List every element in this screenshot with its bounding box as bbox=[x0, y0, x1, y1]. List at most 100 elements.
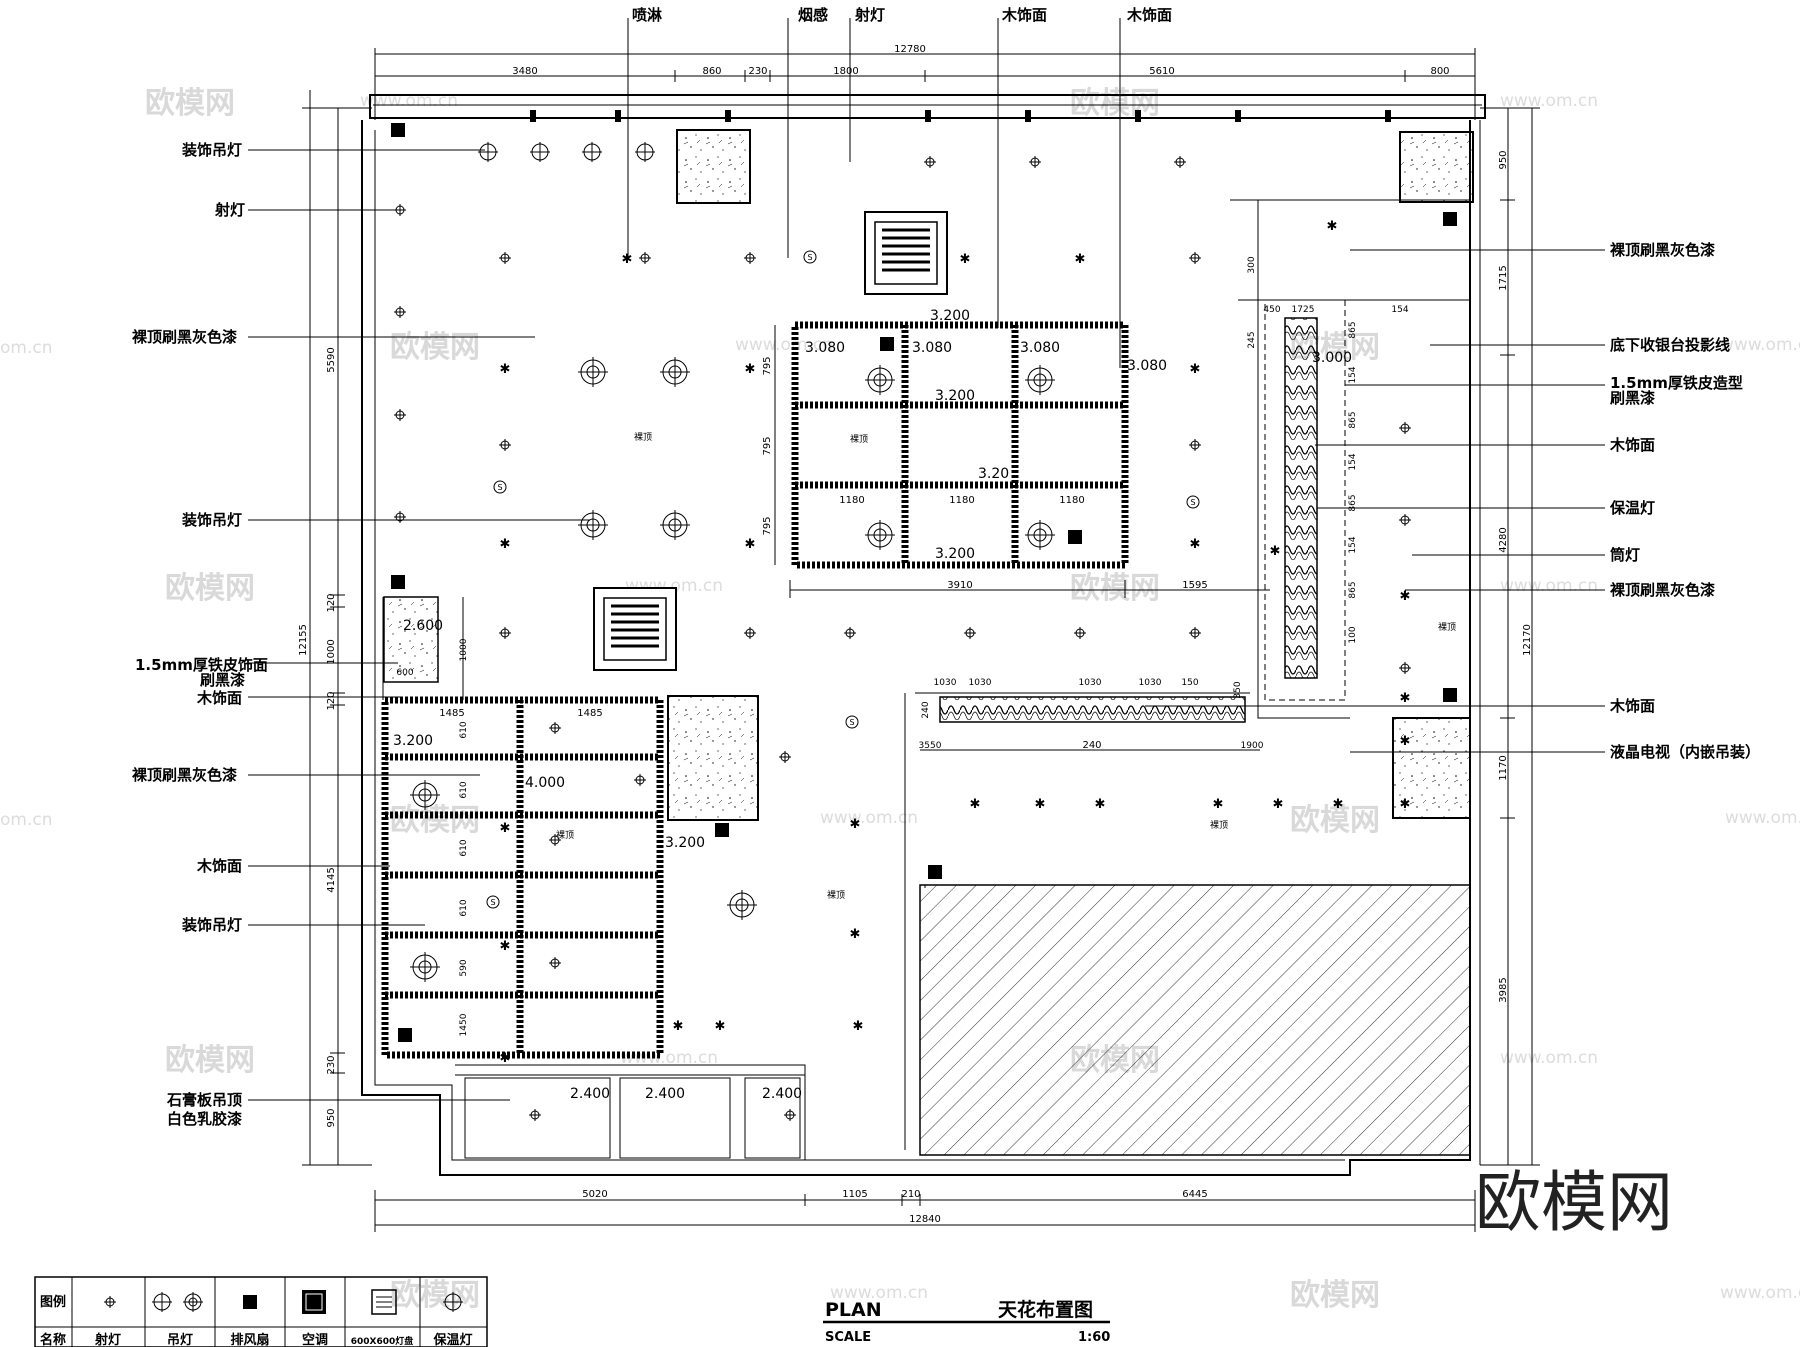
legend-item-name: 射灯 bbox=[94, 1332, 121, 1347]
callout-sprinkler: 喷淋 bbox=[632, 6, 662, 24]
dim-left-part: 950 bbox=[326, 1108, 337, 1127]
spotlight-icon bbox=[549, 722, 561, 734]
room-tag: 裸顶 bbox=[556, 829, 574, 841]
exhaust-fan-icon bbox=[1443, 212, 1457, 226]
dim-left-part: 1000 bbox=[326, 639, 337, 664]
left-dimension-chain: 12155 5590 120 1000 120 4145 230 950 bbox=[298, 90, 372, 1166]
spotlight-icon bbox=[499, 252, 511, 264]
exhaust-fan-icon bbox=[391, 575, 405, 589]
dim-inner: 100 bbox=[1348, 626, 1358, 643]
pendant-lamp-icon bbox=[635, 142, 655, 162]
downlight-icon: ✱ bbox=[850, 927, 861, 942]
dim-right-part: 3985 bbox=[1498, 977, 1509, 1002]
dim-inner: 610 bbox=[459, 839, 469, 856]
top-callouts: 喷淋 烟感 射灯 木饰面 木饰面 bbox=[627, 6, 1172, 368]
elevation-label: 3.000 bbox=[1312, 350, 1352, 366]
dim-top-part: 3480 bbox=[512, 66, 537, 77]
smoke-detector-icon: S bbox=[493, 480, 507, 494]
downlight-icon: ✱ bbox=[500, 537, 511, 552]
air-conditioner-icon bbox=[593, 587, 677, 671]
dim-inner: 245 bbox=[1247, 331, 1257, 348]
label-wood-finish: 木饰面 bbox=[196, 857, 242, 875]
dim-inner: 1180 bbox=[839, 495, 864, 506]
pendant-lamp-icon bbox=[152, 1292, 203, 1312]
watermark-url: www.om.cn bbox=[1500, 91, 1598, 111]
pendant-lamp-icon bbox=[582, 142, 602, 162]
label-spotlight: 射灯 bbox=[214, 201, 245, 219]
elevation-label: 4.000 bbox=[525, 775, 565, 791]
dim-inner: 610 bbox=[459, 721, 469, 738]
pendant-lamp-icon bbox=[727, 890, 757, 920]
elevation-label: 3.080 bbox=[1127, 358, 1167, 374]
room-tag: 裸顶 bbox=[827, 889, 845, 901]
elevation-label: 3.080 bbox=[805, 340, 845, 356]
elevation-label: 3.080 bbox=[912, 340, 952, 356]
dim-inner: 1900 bbox=[1241, 741, 1264, 751]
label-pendant-lamp: 装饰吊灯 bbox=[181, 141, 242, 159]
dim-inner: 150 bbox=[1181, 678, 1198, 688]
dim-top-part: 5610 bbox=[1149, 66, 1174, 77]
central-wood-grid: 3910 1595 1180 1180 1180 795 795 795 bbox=[762, 321, 1270, 598]
label-wood-finish: 木饰面 bbox=[1609, 697, 1655, 715]
pendant-lamp-icon bbox=[578, 510, 608, 540]
hatched-zone bbox=[919, 884, 1471, 1156]
smoke-detector-icon: S bbox=[486, 895, 500, 909]
watermark-url: www.om.cn bbox=[820, 808, 918, 828]
downlight-icon: ✱ bbox=[1400, 797, 1411, 812]
legend-header: 名称 bbox=[40, 1332, 66, 1347]
dim-inner: 154 bbox=[1348, 453, 1358, 470]
exhaust-fan-icon bbox=[391, 123, 405, 137]
smoke-detector-icon: S bbox=[803, 250, 817, 264]
spotlights bbox=[394, 156, 1411, 1121]
dim-inner: 1595 bbox=[1182, 580, 1207, 591]
dim-inner: 1030 bbox=[1139, 678, 1162, 688]
downlight-icon: ✱ bbox=[850, 817, 861, 832]
label-black-paint: 刷黑漆 bbox=[1610, 389, 1655, 407]
dim-top-part: 860 bbox=[702, 66, 721, 77]
pendant-lamp-icon bbox=[865, 365, 895, 395]
exhaust-fan-icon bbox=[1443, 688, 1457, 702]
spotlight-icon bbox=[394, 409, 406, 421]
downlight-icon: ✱ bbox=[1333, 797, 1344, 812]
spotlight-icon bbox=[784, 1109, 796, 1121]
spotlight-icon bbox=[924, 156, 936, 168]
exhaust-fan-icon bbox=[880, 337, 894, 351]
downlight-icon: ✱ bbox=[1400, 734, 1411, 749]
watermark-brand: 欧模网 bbox=[390, 330, 480, 365]
downlight-icon: ✱ bbox=[1213, 797, 1224, 812]
legend-item-name: 保温灯 bbox=[432, 1332, 472, 1347]
dim-inner: 154 bbox=[1348, 366, 1358, 383]
legend-header: 图例 bbox=[40, 1294, 66, 1310]
dim-inner: 300 bbox=[1247, 256, 1257, 273]
downlight-icon: ✱ bbox=[673, 1019, 684, 1034]
dim-inner: 1180 bbox=[949, 495, 974, 506]
title-block: PLAN 天花布置图 SCALE 1:60 bbox=[823, 1298, 1110, 1345]
watermark-brand: 欧模网 bbox=[1290, 803, 1380, 838]
callout-wood: 木饰面 bbox=[1001, 6, 1047, 24]
spotlight-icon bbox=[1189, 627, 1201, 639]
room-tag: 裸顶 bbox=[1210, 819, 1228, 831]
spotlight-icon bbox=[1074, 627, 1086, 639]
spotlight-icon bbox=[1399, 514, 1411, 526]
dim-left-total: 12155 bbox=[298, 624, 309, 656]
watermark-brand: 欧模网 bbox=[165, 1043, 255, 1078]
dim-right-total: 12170 bbox=[1522, 624, 1533, 656]
dim-inner: 1030 bbox=[934, 678, 957, 688]
dim-inner: 1030 bbox=[969, 678, 992, 688]
dim-inner: 610 bbox=[459, 781, 469, 798]
legend-item-name: 空调 bbox=[302, 1332, 328, 1347]
light-panel-icon bbox=[371, 1289, 397, 1315]
watermark-brand: 欧模网 bbox=[145, 86, 235, 121]
pendant-lamp-icon bbox=[1025, 365, 1055, 395]
downlight-icon: ✱ bbox=[1270, 544, 1281, 559]
elevation-markers: 3.200 3.080 3.080 3.080 3.080 3.200 3.20… bbox=[393, 308, 1456, 1102]
dim-inner: 3550 bbox=[919, 741, 942, 751]
brand-watermark: 欧模网 bbox=[1475, 1164, 1673, 1241]
dim-bottom-total: 12840 bbox=[909, 1214, 941, 1225]
dim-inner: 1485 bbox=[439, 708, 464, 719]
dim-inner: 350 bbox=[1233, 681, 1243, 698]
spotlight-icon bbox=[1029, 156, 1041, 168]
top-dimension-chain: 12780 3480 860 230 1800 5610 800 bbox=[374, 44, 1476, 120]
callout-spotlight: 射灯 bbox=[854, 6, 885, 24]
dim-bottom-part: 6445 bbox=[1182, 1189, 1207, 1200]
